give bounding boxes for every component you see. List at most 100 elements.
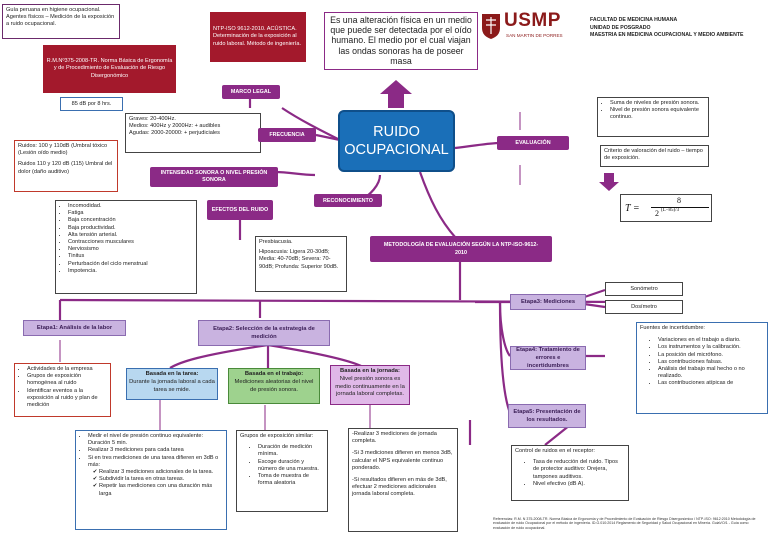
list-item: Nerviosismo xyxy=(68,246,193,253)
freq-medios: Medios: 400Hz y 2000Hz: + audibles xyxy=(129,123,221,130)
sonometro-box: Sonómetro xyxy=(605,282,683,296)
efectos-list: Incomodidad.FatigaBaja concentraciónBaja… xyxy=(55,200,197,294)
formula-lhs: T = xyxy=(625,203,640,214)
control-title: Control de ruidos en el receptor: xyxy=(515,448,595,454)
header-lines: FACULTAD DE MEDICINA HUMANA UNIDAD DE PO… xyxy=(590,17,768,40)
center-title-line2: OCUPACIONAL xyxy=(344,142,449,158)
intensidad-label: INTENSIDAD SONORA O NIVEL PRESIÓN SONORA xyxy=(150,167,278,187)
list-item: Tinitus xyxy=(68,253,193,260)
eval-list: Suma de niveles de presión sonora.Nivel … xyxy=(597,97,709,137)
list-item: Análisis del trabajo mal hecho o no real… xyxy=(658,366,764,380)
trabajo-box: Basada en el trabajo: Mediciones aleator… xyxy=(228,368,320,404)
fuentes-box: Fuentes de incertidumbre: Variaciones en… xyxy=(636,322,768,414)
list-item: Realizar 3 mediciones adicionales de la … xyxy=(99,469,223,476)
trabajo-detail: Grupos de exposición similar: Duración d… xyxy=(236,430,328,512)
etapa5-label: Etapa5: Presentación de los resultados. xyxy=(508,404,586,428)
etapa4-label: Etapa4: Tratamiento de errores e incerti… xyxy=(510,346,586,370)
evaluacion-label: EVALUACIÓN xyxy=(497,136,569,150)
jornada-body: Nivel presión sonora es medio continuame… xyxy=(335,375,405,398)
tarea-detail: Medir el nivel de presión continuo equiv… xyxy=(75,430,227,530)
formula-bar xyxy=(651,207,709,208)
eval-items: Suma de niveles de presión sonora.Nivel … xyxy=(601,100,705,122)
trabajo-detail-title: Grupos de exposición similar: xyxy=(240,433,314,439)
etapa1-label: Etapa1: Análisis de la labor xyxy=(23,320,126,336)
fuentes-title: Fuentes de incertidumbre: xyxy=(640,325,705,331)
list-item: Impotencia. xyxy=(68,268,193,275)
usmp-logo: USMP SAN MARTIN DE PORRES xyxy=(480,10,584,46)
list-item: Alta tensión arterial. xyxy=(68,232,193,239)
list-item: Variaciones en el trabajo a diario. xyxy=(658,337,764,344)
jornada-p2: -Si 3 mediciones difieren en menos 3dB, … xyxy=(352,450,453,471)
tarea-box: Basada en la tarea: Durante la jornada l… xyxy=(126,368,218,400)
jornada-detail: -Realizar 3 mediciones de jornada comple… xyxy=(348,428,458,532)
ruidos-dolor: Ruidos 110 y 120 dB (115) Umbral del dol… xyxy=(18,161,113,175)
crest-icon xyxy=(482,14,500,39)
rm-note: R.M.Nº375-2008-TR. Norma Básica de Ergon… xyxy=(43,45,176,93)
down-arrow-icon xyxy=(599,173,619,191)
formula-den: 2 xyxy=(655,209,659,218)
formula-box: T = 8 2 (L−85)/3 xyxy=(620,194,712,222)
presbiacusia-title: Presbiacusia. xyxy=(259,239,293,245)
up-arrow-icon xyxy=(380,80,412,108)
masters-label: MAESTRIA EN MEDICINA OCUPACIONAL Y MEDIO… xyxy=(590,32,744,39)
list-item: Repetir las mediciones con una duración … xyxy=(99,483,223,497)
fuentes-items: Variaciones en el trabajo a diario.Los i… xyxy=(640,337,764,387)
list-item: Actividades de la empresa xyxy=(27,366,107,373)
list-item: Duración de medición mínima. xyxy=(258,444,324,458)
formula-exp: (L−85)/3 xyxy=(661,208,680,213)
control-box: Control de ruidos en el receptor: Tasa d… xyxy=(511,445,629,501)
etapa1-list: Actividades de la empresaGrupos de expos… xyxy=(14,363,111,417)
list-item: Baja productividad. xyxy=(68,225,193,232)
etapa3-label: Etapa3: Mediciones xyxy=(510,294,586,310)
trabajo-title: Basada en el trabajo: xyxy=(244,371,304,377)
etapa1-items: Actividades de la empresaGrupos de expos… xyxy=(18,366,107,409)
frecuencia-label: FRECUENCIA xyxy=(258,128,316,142)
tarea-items: Medir el nivel de presión continuo equiv… xyxy=(79,433,223,469)
trabajo-body: Mediciones aleatorias del nivel de presi… xyxy=(234,378,314,393)
list-item: Las contribuciones atípicas de xyxy=(658,380,764,387)
control-items: Tasa de reducción del ruido. Tipos de pr… xyxy=(515,459,625,488)
tarea-body: Durante la jornada laboral a cada tarea … xyxy=(129,378,215,393)
list-item: Toma de muestra de forma aleatoria xyxy=(258,473,324,487)
references: Referencias: R.M. N 375-2008-TR. Norma B… xyxy=(493,517,756,530)
jornada-title: Basada en la jornada: xyxy=(340,368,400,374)
list-item: La posición del micrófono. xyxy=(658,352,764,359)
freq-text: Graves: 20-400Hz. Medios: 400Hz y 2000Hz… xyxy=(125,113,261,153)
list-item: Grupos de exposición homogénea al ruido xyxy=(27,373,107,387)
list-item: Identificar eventos a la exposición al r… xyxy=(27,388,107,410)
formula-num: 8 xyxy=(677,196,681,205)
criterio-box: Criterio de valoración del ruido – tiemp… xyxy=(600,145,709,167)
list-item: Suma de niveles de presión sonora. xyxy=(610,100,705,107)
jornada-p3: -Si resultados difieren en más de 3dB, e… xyxy=(352,477,447,498)
presbiacusia-box: Presbiacusia. Hipoacusia: Ligera 20-30dB… xyxy=(255,236,347,292)
list-item: Subdividir la tarea en otras tareas. xyxy=(99,476,223,483)
efectos-label: EFECTOS DEL RUIDO xyxy=(207,200,273,220)
etapa2-label: Etapa2: Selección de la estrategia de me… xyxy=(198,320,330,346)
trabajo-items: Duración de medición mínima.Escoge durac… xyxy=(240,444,324,487)
jornada-p1: -Realizar 3 mediciones de jornada comple… xyxy=(352,431,437,445)
list-item: Si en tres mediciones de una tarea difie… xyxy=(88,455,223,469)
logo-text: USMP xyxy=(504,10,561,31)
guia-note: Guía peruana en higiene ocupacional. Age… xyxy=(2,4,120,39)
list-item: Las contribuciones falsas. xyxy=(658,359,764,366)
metodologia-label: METODOLOGÍA DE EVALUACIÓN SEGÚN LA NTP-I… xyxy=(370,236,552,262)
freq-graves: Graves: 20-400Hz. xyxy=(129,116,176,122)
marco-legal-label: MARCO LEGAL xyxy=(222,85,280,99)
list-item: Escoge duración y número de una muestra. xyxy=(258,459,324,473)
db85-note: 85 dB por 8 hrs. xyxy=(60,97,123,111)
list-item: Fatiga xyxy=(68,210,193,217)
list-item: Nivel efectivo (dB A). xyxy=(533,481,625,488)
faculty-label: FACULTAD DE MEDICINA HUMANA xyxy=(590,17,678,23)
list-item: Nivel de presión sonora equivalente cont… xyxy=(610,107,705,121)
jornada-box: Basada en la jornada: Nivel presión sono… xyxy=(330,365,410,405)
list-item: Realizar 3 mediciones para cada tarea xyxy=(88,447,223,454)
ruidos-toxico: Ruidos: 100 y 110dB (Umbral tóxico (Lesi… xyxy=(18,143,108,157)
list-item: Contracciones musculares xyxy=(68,239,193,246)
list-item: Baja concentración xyxy=(68,217,193,224)
ntp-note: NTP-ISO 9612-2010. ACÚSTICA. Determinaci… xyxy=(210,12,306,62)
center-title: RUIDO OCUPACIONAL xyxy=(338,110,455,172)
tarea-subitems: Realizar 3 mediciones adicionales de la … xyxy=(79,469,223,498)
center-title-line1: RUIDO xyxy=(373,124,420,140)
tarea-title: Basada en la tarea: xyxy=(145,371,199,377)
dosimetro-box: Dosímetro xyxy=(605,300,683,314)
